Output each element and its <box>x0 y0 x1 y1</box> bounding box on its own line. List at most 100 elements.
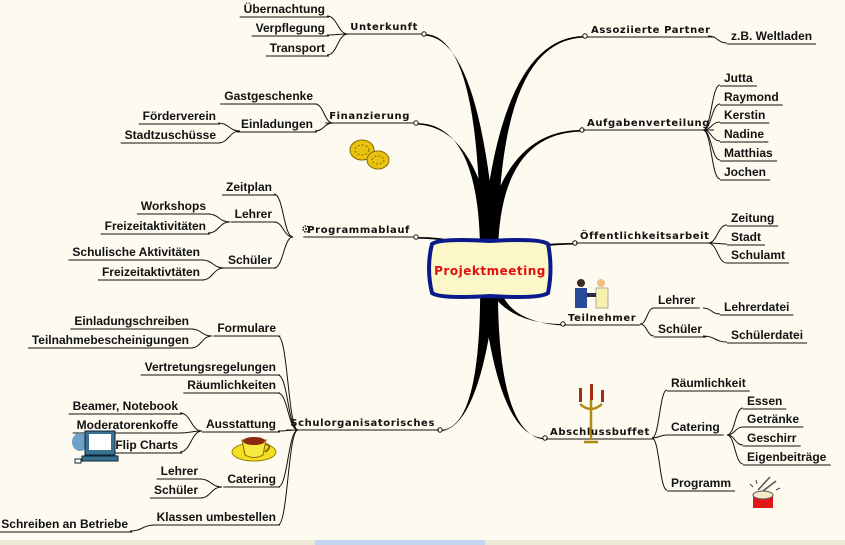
coffee-cup-icon <box>231 437 277 462</box>
person-kerstin[interactable]: Kerstin <box>724 108 765 122</box>
branch-unterkunft[interactable]: Unterkunft <box>350 22 418 33</box>
connector-line <box>702 307 721 315</box>
connector-line <box>201 267 225 281</box>
status-bar <box>0 540 845 545</box>
topic-schueler[interactable]: Schüler <box>228 253 272 267</box>
topic-uebernachtung[interactable]: Übernachtung <box>244 1 325 16</box>
topic-ausstattung[interactable]: Ausstattung <box>206 417 276 431</box>
connector-line <box>707 35 728 44</box>
topic-catering-schule[interactable]: Catering <box>227 472 276 486</box>
topic-getraenke[interactable]: Getränke <box>747 412 799 426</box>
topic-transport[interactable]: Transport <box>270 41 325 55</box>
topic-flip-charts[interactable]: Flip Charts <box>115 438 178 452</box>
coins-icon <box>349 139 390 170</box>
person-matthias[interactable]: Matthias <box>724 146 773 160</box>
topic-catering-lehrer[interactable]: Lehrer <box>161 464 199 478</box>
branch-finanzierung[interactable]: Finanzierung <box>329 111 410 122</box>
topic-teilnehmer-schueler[interactable]: Schüler <box>658 322 702 336</box>
connector-line <box>273 193 294 238</box>
connector-line <box>326 15 349 35</box>
connector-line <box>217 122 241 132</box>
topic-teilnahmebescheinigungen[interactable]: Teilnahmebescheinigungen <box>32 333 189 347</box>
gear-icon <box>302 225 310 233</box>
connector-line <box>199 486 223 499</box>
connector-line <box>190 328 213 337</box>
connector-line <box>651 434 668 439</box>
branch-knob <box>413 234 419 240</box>
topic-lehrerdatei[interactable]: Lehrerdatei <box>724 300 789 314</box>
trunk-branch <box>440 268 498 432</box>
scrollbar-thumb[interactable] <box>315 540 485 545</box>
underline-layer <box>0 16 831 533</box>
topic-freizeitaktivitaeten-2[interactable]: Freizeitaktivtäten <box>102 265 200 279</box>
connector-line <box>277 335 299 431</box>
topic-buffet-catering[interactable]: Catering <box>671 420 720 434</box>
topic-klassen-umbestellen[interactable]: Klassen umbestellen <box>157 510 276 524</box>
topic-raeumlichkeiten[interactable]: Räumlichkeiten <box>187 378 276 392</box>
person-jochen[interactable]: Jochen <box>724 165 766 179</box>
topic-teilnehmer-lehrer[interactable]: Lehrer <box>658 293 696 307</box>
topic-foerderverein[interactable]: Förderverein <box>143 109 216 123</box>
branch-abschlussbuffet[interactable]: Abschlussbuffet <box>550 427 650 438</box>
topic-weltladen[interactable]: z.B. Weltladen <box>731 29 812 43</box>
topic-schuelerdatei[interactable]: Schülerdatei <box>731 328 803 342</box>
topic-verpflegung[interactable]: Verpflegung <box>256 21 325 35</box>
topic-eigenbeitraege[interactable]: Eigenbeiträge <box>747 450 827 464</box>
person-raymond[interactable]: Raymond <box>724 90 779 104</box>
computer-icon <box>72 430 119 464</box>
central-topic-label: Projektmeeting <box>434 264 546 278</box>
topic-moderatorenkoffer[interactable]: Moderatorenkoffe <box>77 418 179 432</box>
topic-essen[interactable]: Essen <box>747 394 782 408</box>
connector-line <box>726 434 744 465</box>
connector-line <box>651 437 668 491</box>
connector-line <box>199 478 223 488</box>
topic-geschirr[interactable]: Geschirr <box>747 431 797 445</box>
connector-line <box>702 103 721 131</box>
topic-workshops[interactable]: Workshops <box>141 199 206 213</box>
connector-line <box>707 242 728 264</box>
person-jutta[interactable]: Jutta <box>724 71 753 85</box>
people-icon <box>575 279 609 309</box>
branch-schulorganisatorisches[interactable]: Schulorganisatorisches <box>290 418 435 429</box>
drum-icon <box>749 476 781 508</box>
connector-line <box>702 129 721 180</box>
branch-knob <box>560 321 566 327</box>
topic-schulische-aktivitaeten[interactable]: Schulische Aktivitäten <box>72 245 200 259</box>
topic-lehrer[interactable]: Lehrer <box>235 207 273 221</box>
topic-programm[interactable]: Programm <box>671 476 731 490</box>
branch-programmablauf[interactable]: Programmablauf <box>307 225 410 236</box>
branch-oeffentlichkeitsarbeit[interactable]: Öffentlichkeitsarbeit <box>580 228 710 242</box>
topic-raeumlichkeit[interactable]: Räumlichkeit <box>671 376 746 390</box>
branch-assoziierte-partner[interactable]: Assoziierte Partner <box>591 25 711 36</box>
topic-vertretungsregelungen[interactable]: Vertretungsregelungen <box>145 360 276 374</box>
central-topic[interactable]: Projektmeeting <box>427 238 553 299</box>
topic-stadt[interactable]: Stadt <box>731 230 761 244</box>
connector-line <box>639 323 655 337</box>
candelabra-icon <box>579 384 604 444</box>
topic-formulare[interactable]: Formulare <box>217 321 276 335</box>
branch-aufgabenverteilung[interactable]: Aufgabenverteilung <box>587 118 710 129</box>
topic-stadtzuschuesse[interactable]: Stadtzuschüsse <box>125 128 217 142</box>
topic-freizeitaktivitaeten[interactable]: Freizeitaktivitäten <box>105 219 206 233</box>
topic-einladungen[interactable]: Einladungen <box>241 117 313 131</box>
topic-schreiben-an-betriebe[interactable]: Schreiben an Betriebe <box>1 517 128 531</box>
topic-schulamt[interactable]: Schulamt <box>731 248 785 262</box>
connector-line <box>651 389 668 439</box>
topic-zeitung[interactable]: Zeitung <box>731 211 774 225</box>
topic-beamer-notebook[interactable]: Beamer, Notebook <box>73 399 179 413</box>
connector-line <box>326 33 349 56</box>
connector-line <box>190 335 213 349</box>
topic-einladungschreiben[interactable]: Einladungschreiben <box>74 314 189 328</box>
topic-zeitplan[interactable]: Zeitplan <box>226 180 272 194</box>
branch-teilnehmer[interactable]: Teilnehmer <box>568 313 636 324</box>
connector-line <box>639 307 655 325</box>
topic-catering-schueler[interactable]: Schüler <box>154 483 198 497</box>
connector-line <box>207 221 231 234</box>
connector-line <box>129 524 156 532</box>
topic-gastgeschenke[interactable]: Gastgeschenke <box>224 89 313 103</box>
connector-line <box>702 84 721 131</box>
person-nadine[interactable]: Nadine <box>724 127 764 141</box>
connector-line <box>314 122 334 132</box>
